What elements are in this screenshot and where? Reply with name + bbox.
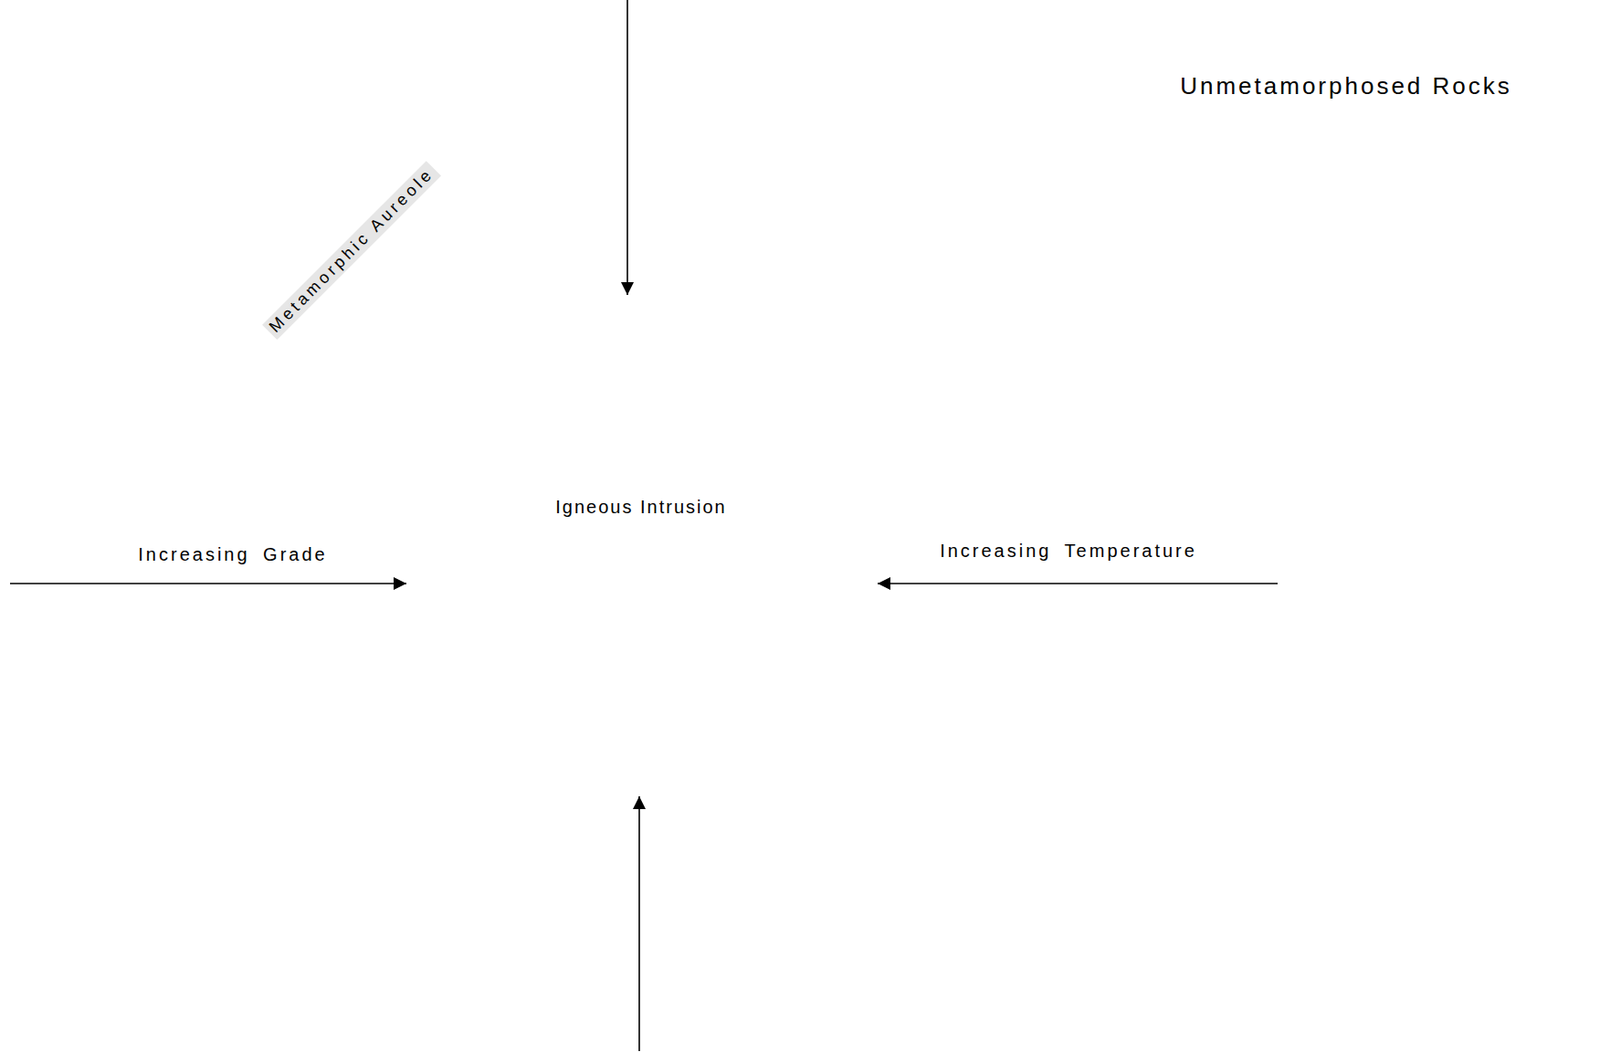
igneous-intrusion: Igneous Intrusion (406, 294, 878, 797)
region-outline (406, 294, 878, 797)
gradient-arrow (626, 0, 629, 295)
region-label: Igneous Intrusion (551, 495, 730, 519)
arrow-label: Increasing Temperature (939, 540, 1198, 562)
region-polygon (406, 294, 878, 797)
arrow-label: Increasing Grade (137, 544, 327, 566)
rock-label: Unmetamorphosed Rocks (1179, 73, 1513, 101)
metamorphic-aureole: Metamorphic AureoleIgneous Intrusion (10, 0, 1278, 1052)
region-outline (10, 0, 1278, 1052)
region-polygon (55, 0, 1257, 1049)
gradient-arrow (877, 582, 1278, 585)
region-label: Metamorphic Aureole (262, 160, 442, 340)
gradient-arrow (10, 582, 407, 585)
gradient-arrow (638, 796, 641, 1052)
